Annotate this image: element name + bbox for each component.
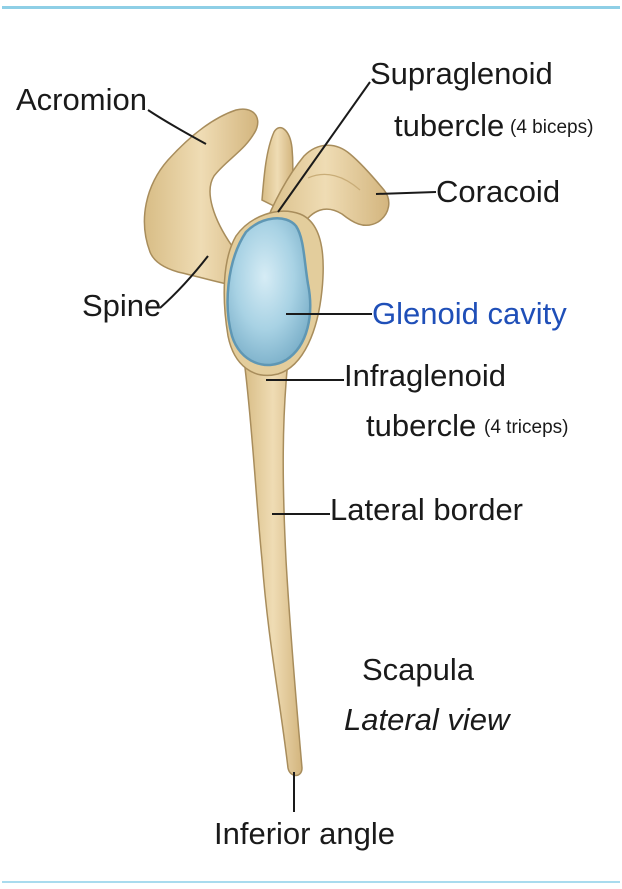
caption-title: Scapula [362,654,474,685]
label-infraglenoid-note: (4 triceps) [484,418,568,437]
label-glenoid-cavity: Glenoid cavity [372,298,567,329]
caption-view: Lateral view [344,704,509,735]
leader-acromion [148,110,206,144]
glenoid-cavity-surface [228,218,311,365]
label-supraglenoid-note: (4 biceps) [510,118,593,137]
label-supraglenoid-tubercle: tubercle [394,110,504,141]
label-supraglenoid: Supraglenoid [370,58,553,89]
label-spine: Spine [82,290,161,321]
label-infraglenoid-tubercle: tubercle [366,410,476,441]
label-inferior-angle: Inferior angle [214,818,395,849]
label-acromion: Acromion [16,84,147,115]
label-coracoid: Coracoid [436,176,560,207]
label-infraglenoid: Infraglenoid [344,360,506,391]
bottom-border-rule [2,881,620,883]
lateral-border-shaft [244,360,302,776]
label-lateral-border: Lateral border [330,494,523,525]
